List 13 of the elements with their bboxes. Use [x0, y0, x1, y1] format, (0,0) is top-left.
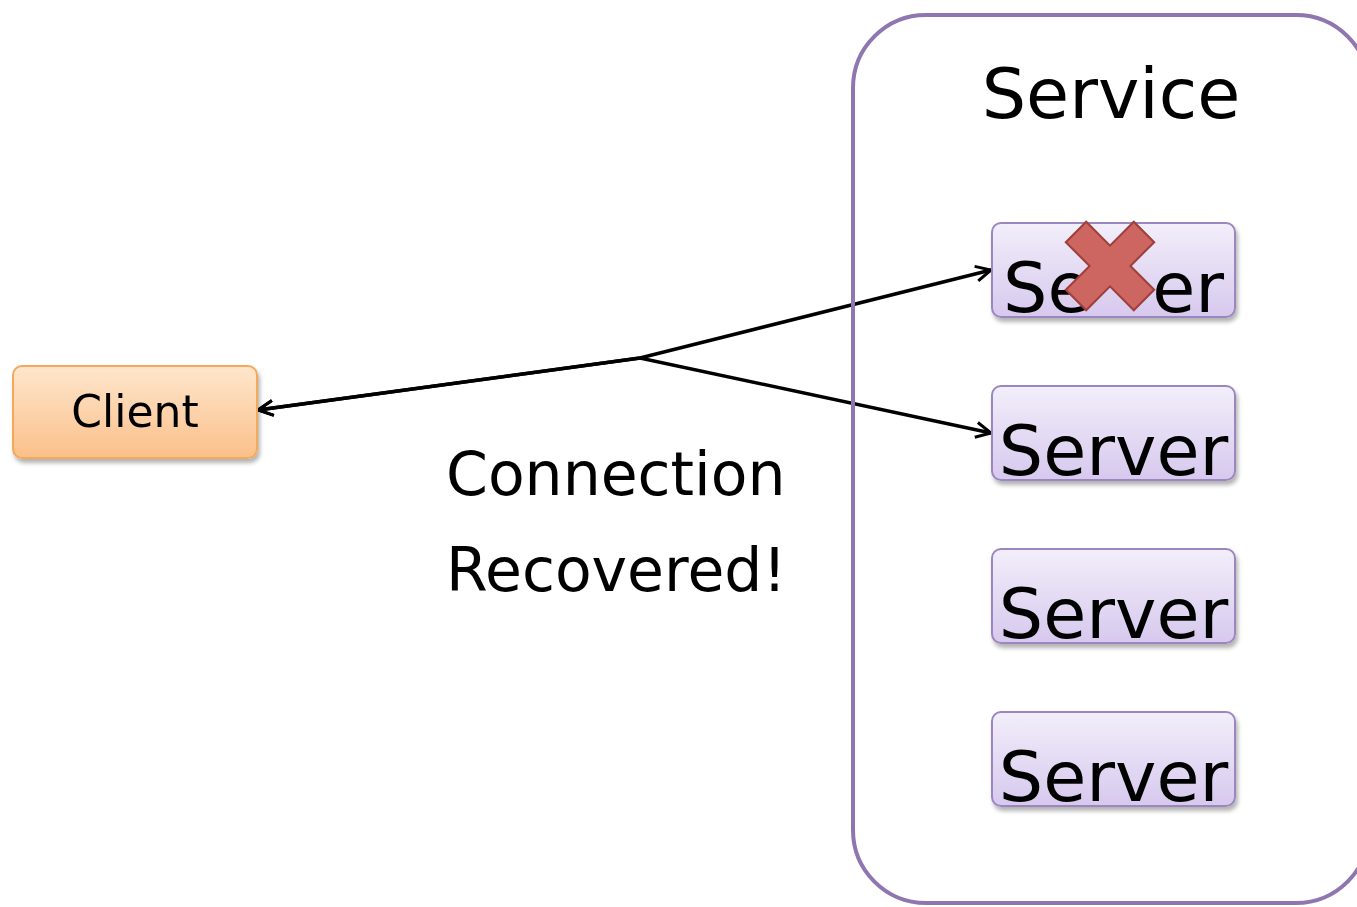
client-box: [12, 365, 258, 459]
server-box: [991, 548, 1236, 644]
container-title: Service: [981, 53, 1241, 135]
node-label: Server: [998, 416, 1229, 486]
node-label: Server: [998, 579, 1229, 649]
server-box: [991, 711, 1236, 807]
service-container: [851, 13, 1357, 905]
server-box: [991, 385, 1236, 481]
node-label: Server: [998, 742, 1229, 812]
node-label: Client: [71, 390, 199, 434]
node-label: er: [1152, 253, 1224, 323]
arrow: [256, 356, 993, 439]
status-text: Connection Recovered!: [446, 438, 788, 607]
